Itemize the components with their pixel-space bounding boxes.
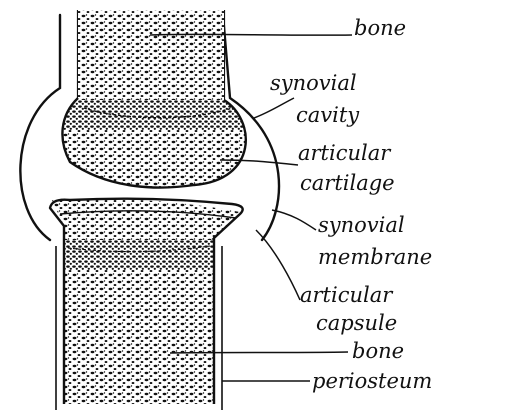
- label-synovial-cavity-line2: cavity: [296, 103, 360, 127]
- label-articular-cartilage-line1: articular: [298, 141, 392, 165]
- label-synovial-membrane-line2: membrane: [318, 245, 432, 269]
- upper-bone-spongy: [60, 10, 260, 195]
- label-synovial-cavity-line1: synovial: [270, 71, 357, 95]
- label-articular-cartilage-line2: cartilage: [300, 171, 395, 195]
- label-periosteum: periosteum: [312, 369, 432, 393]
- leader-synovial-cavity: [254, 98, 294, 118]
- labels: bone synovial cavity articular cartilage…: [270, 16, 432, 393]
- leader-bone-top: [150, 34, 352, 35]
- leader-synovial-membrane: [272, 210, 316, 230]
- label-articular-capsule-line1: articular: [300, 283, 394, 307]
- label-bone-top: bone: [354, 16, 406, 40]
- lower-bone-spongy: [50, 195, 250, 410]
- label-bone-bottom: bone: [352, 339, 404, 363]
- label-articular-capsule-line2: capsule: [316, 311, 397, 335]
- label-synovial-membrane-line1: synovial: [318, 213, 405, 237]
- leader-bone-bottom: [170, 352, 348, 353]
